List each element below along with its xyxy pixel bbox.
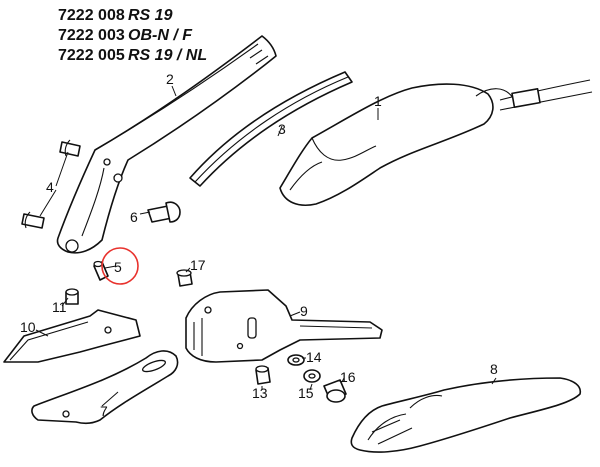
label-part-13: 13	[252, 385, 268, 401]
leader-lines	[35, 85, 497, 407]
part-7-lower-arm	[31, 350, 179, 425]
label-part-3: 3	[278, 121, 286, 137]
model-header: 7222 008 RS 19 7222 003 OB-N / F 7222 00…	[58, 7, 207, 64]
part-11-small-pin	[65, 288, 79, 305]
header-code-1: 7222 008	[58, 7, 125, 24]
part-14-washer	[287, 354, 305, 366]
label-part-6: 6	[130, 209, 138, 225]
part-4-screws	[21, 139, 81, 229]
header-code-3: 7222 005	[58, 47, 125, 64]
header-model-2: OB-N / F	[128, 27, 193, 44]
label-part-9: 9	[300, 303, 308, 319]
label-part-14: 14	[306, 349, 322, 365]
header-model-1: RS 19	[128, 7, 173, 24]
header-code-2: 7222 003	[58, 27, 125, 44]
part-17-screw	[176, 269, 193, 287]
label-part-8: 8	[490, 361, 498, 377]
label-part-17: 17	[190, 257, 206, 273]
part-15-washer	[303, 369, 321, 383]
label-part-10: 10	[20, 319, 36, 335]
header-model-3: RS 19 / NL	[128, 47, 207, 64]
label-part-16: 16	[340, 369, 356, 385]
part-10-blade	[3, 309, 141, 363]
part-3-spring-strip	[189, 71, 353, 187]
part-16-bolt	[323, 379, 347, 403]
label-part-7: 7	[100, 403, 108, 419]
part-9-body-plate	[185, 289, 383, 363]
label-part-15: 15	[298, 385, 314, 401]
part-labels: 2 1 3 4 6 5 17 11 10 9 14 13 15 16 7 8	[20, 71, 498, 419]
part-2-upper-arm	[56, 35, 277, 254]
part-8-lower-handle	[350, 377, 582, 453]
part-13-pin	[255, 365, 271, 385]
part-1-handle-grip	[279, 79, 593, 206]
label-part-5: 5	[114, 259, 122, 275]
part-6-screw	[147, 201, 181, 223]
label-part-2: 2	[166, 71, 174, 87]
label-part-1: 1	[374, 93, 382, 109]
label-part-11: 11	[52, 299, 67, 315]
highlight-circle-part-5	[101, 247, 139, 285]
label-part-4: 4	[46, 179, 54, 195]
